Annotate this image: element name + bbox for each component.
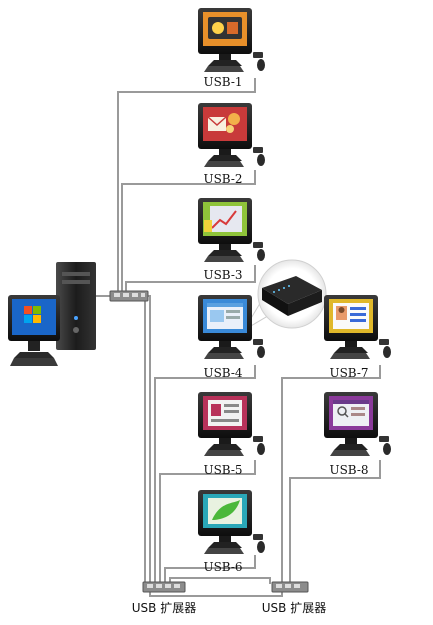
cable-usb-2 [121, 170, 256, 292]
usb-plug-icon [379, 436, 389, 442]
keyboard [330, 353, 370, 359]
usb-plug-icon [253, 147, 263, 153]
monitor-neck [219, 244, 231, 250]
monitor-neck [219, 149, 231, 155]
monitor-base [208, 444, 242, 450]
workstation-8 [324, 392, 391, 456]
monitor-base [208, 347, 242, 353]
host-usb-hub [109, 290, 149, 302]
hub-zoom-callout [243, 259, 327, 331]
tower-bay [62, 272, 90, 276]
host-monitor-neck [28, 341, 40, 351]
workstation-2 [198, 103, 265, 167]
cable-usb-5 [159, 460, 256, 582]
keyboard [204, 161, 244, 167]
cable-usb-4 [154, 365, 256, 582]
cable-usb-1 [117, 78, 256, 292]
cables [96, 78, 381, 597]
usb-plug-icon [379, 339, 389, 345]
workstation-1 [198, 8, 265, 72]
monitor-base [334, 444, 368, 450]
keyboard [330, 450, 370, 456]
mouse-icon [383, 346, 391, 358]
monitor-base [208, 155, 242, 161]
monitor-base [208, 542, 242, 548]
monitor-neck [345, 438, 357, 444]
workstation-3 [198, 198, 265, 262]
chart-icon [204, 206, 242, 232]
keyboard [204, 548, 244, 554]
usb-plug-icon [253, 534, 263, 540]
usb-plug-icon [253, 52, 263, 58]
cable-hub-chain-2 [169, 577, 271, 584]
host-keyboard [10, 358, 58, 366]
keyboard [204, 256, 244, 262]
label-usb-4: USB-4 [203, 366, 243, 380]
tower-power-led [74, 316, 78, 320]
tower-bay-2 [62, 280, 90, 284]
monitor-base [208, 60, 242, 66]
mouse-icon [257, 443, 265, 455]
leaf-wallpaper-icon [208, 498, 242, 524]
monitor-neck [219, 54, 231, 60]
cable-usb-8 [289, 460, 381, 582]
keyboard [204, 66, 244, 72]
tower-button [73, 327, 79, 333]
mouse-icon [257, 249, 265, 261]
label-usb-7: USB-7 [329, 366, 369, 380]
search-window-icon [333, 400, 369, 426]
label-usb-1: USB-1 [203, 75, 243, 89]
mouse-icon [257, 154, 265, 166]
usb-plug-icon [253, 242, 263, 248]
monitor-neck [219, 341, 231, 347]
document-icon [208, 400, 242, 426]
cable-usb-3 [125, 265, 256, 292]
label-usb-2: USB-2 [203, 172, 243, 186]
cable-usb-6 [164, 555, 256, 582]
mouse-icon [257, 59, 265, 71]
usb-plug-icon [253, 436, 263, 442]
monitor-neck [345, 341, 357, 347]
label-usb-expander-2: USB 扩展器 [261, 601, 327, 615]
workstations [198, 8, 391, 554]
mouse-icon [257, 346, 265, 358]
workstation-5 [198, 392, 265, 456]
mail-chat-icon [207, 113, 240, 133]
usb-hub-device-icon [262, 276, 322, 316]
workstation-4 [198, 295, 265, 359]
mouse-icon [383, 443, 391, 455]
windows-logo-icon [24, 306, 41, 323]
mouse-icon [257, 541, 265, 553]
host-computer [8, 262, 96, 366]
photo-viewer-icon [208, 17, 242, 39]
usb-expander-1 [142, 581, 186, 593]
monitor-neck [219, 438, 231, 444]
cable-usb-7 [281, 365, 381, 582]
keyboard [204, 353, 244, 359]
label-usb-6: USB-6 [203, 560, 243, 574]
cable-hub-chain-1 [148, 295, 151, 582]
cable-hub-chain-3 [149, 590, 283, 597]
monitor-base [208, 250, 242, 256]
usb-plug-icon [253, 339, 263, 345]
workstation-6 [198, 490, 265, 554]
workstation-7 [324, 295, 391, 359]
monitor-neck [219, 536, 231, 542]
label-usb-3: USB-3 [203, 268, 243, 282]
monitor-base [334, 347, 368, 353]
profile-app-icon [333, 303, 369, 329]
keyboard [204, 450, 244, 456]
web-browser-icon [207, 303, 243, 329]
label-usb-8: USB-8 [329, 463, 369, 477]
host-monitor-base [14, 352, 54, 358]
label-usb-expander-1: USB 扩展器 [131, 601, 197, 615]
usb-expander-2 [271, 581, 309, 593]
label-usb-5: USB-5 [203, 463, 243, 477]
